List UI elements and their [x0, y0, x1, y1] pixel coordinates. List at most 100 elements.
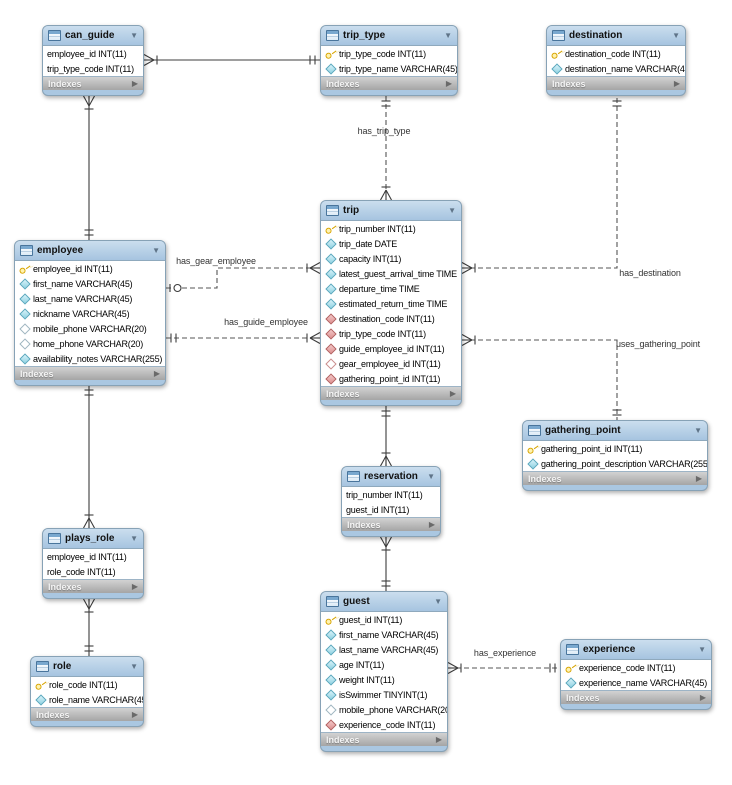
table-row[interactable]: experience_name VARCHAR(45)	[561, 675, 711, 690]
table-header[interactable]: trip_type ▼	[321, 26, 457, 46]
table-card-can_guide[interactable]: can_guide ▼ employee_id INT(11) trip_typ…	[42, 25, 144, 96]
table-card-trip[interactable]: trip ▼ trip_number INT(11) trip_date DAT…	[320, 200, 462, 406]
table-row[interactable]: trip_type_code INT(11)	[321, 326, 461, 341]
collapse-arrow-icon[interactable]: ▼	[427, 471, 435, 481]
collapse-arrow-icon[interactable]: ▼	[152, 245, 160, 255]
collapse-arrow-icon[interactable]: ▼	[672, 30, 680, 40]
collapse-arrow-icon[interactable]: ▼	[698, 644, 706, 654]
expand-arrow-icon[interactable]: ▶	[673, 78, 680, 88]
relationship-label[interactable]: has_guide_employee	[224, 317, 308, 327]
table-row[interactable]: employee_id INT(11)	[15, 261, 165, 276]
table-row[interactable]: gathering_point_id INT(11)	[321, 371, 461, 386]
table-card-experience[interactable]: experience ▼ experience_code INT(11) exp…	[560, 639, 712, 710]
table-row[interactable]: last_name VARCHAR(45)	[321, 642, 447, 657]
table-card-trip_type[interactable]: trip_type ▼ trip_type_code INT(11) trip_…	[320, 25, 458, 96]
table-card-employee[interactable]: employee ▼ employee_id INT(11) first_nam…	[14, 240, 166, 386]
table-card-gathering_point[interactable]: gathering_point ▼ gathering_point_id INT…	[522, 420, 708, 491]
relationship-line[interactable]	[462, 96, 618, 269]
table-footer[interactable]: Indexes ▶	[321, 77, 457, 90]
table-footer[interactable]: Indexes ▶	[547, 77, 685, 90]
table-card-destination[interactable]: destination ▼ destination_code INT(11) d…	[546, 25, 686, 96]
relationship-line[interactable]	[462, 339, 618, 420]
table-header[interactable]: role ▼	[31, 657, 143, 677]
table-row[interactable]: age INT(11)	[321, 657, 447, 672]
table-row[interactable]: trip_number INT(11)	[321, 221, 461, 236]
table-header[interactable]: employee ▼	[15, 241, 165, 261]
table-footer[interactable]: Indexes ▶	[31, 708, 143, 721]
table-row[interactable]: first_name VARCHAR(45)	[321, 627, 447, 642]
expand-arrow-icon[interactable]: ▶	[131, 581, 138, 591]
table-header[interactable]: destination ▼	[547, 26, 685, 46]
table-header[interactable]: guest ▼	[321, 592, 447, 612]
table-row[interactable]: role_code INT(11)	[31, 677, 143, 692]
table-row[interactable]: guest_id INT(11)	[342, 502, 440, 517]
table-footer[interactable]: Indexes ▶	[321, 387, 461, 400]
collapse-arrow-icon[interactable]: ▼	[694, 425, 702, 435]
table-row[interactable]: experience_code INT(11)	[561, 660, 711, 675]
relationship-label[interactable]: uses_gathering_point	[615, 339, 701, 349]
table-row[interactable]: nickname VARCHAR(45)	[15, 306, 165, 321]
table-row[interactable]: trip_type_code INT(11)	[321, 46, 457, 61]
table-row[interactable]: trip_date DATE	[321, 236, 461, 251]
collapse-arrow-icon[interactable]: ▼	[434, 596, 442, 606]
table-row[interactable]: guest_id INT(11)	[321, 612, 447, 627]
table-card-role[interactable]: role ▼ role_code INT(11) role_name VARCH…	[30, 656, 144, 727]
table-header[interactable]: trip ▼	[321, 201, 461, 221]
table-row[interactable]: guide_employee_id INT(11)	[321, 341, 461, 356]
table-row[interactable]: mobile_phone VARCHAR(20)	[15, 321, 165, 336]
table-footer[interactable]: Indexes ▶	[43, 580, 143, 593]
relationship-label[interactable]: has_trip_type	[357, 126, 411, 136]
collapse-arrow-icon[interactable]: ▼	[448, 205, 456, 215]
table-footer[interactable]: Indexes ▶	[43, 77, 143, 90]
relationship-line[interactable]	[166, 267, 320, 289]
expand-arrow-icon[interactable]: ▶	[445, 78, 452, 88]
table-row[interactable]: weight INT(11)	[321, 672, 447, 687]
table-row[interactable]: last_name VARCHAR(45)	[15, 291, 165, 306]
table-card-plays_role[interactable]: plays_role ▼ employee_id INT(11) role_co…	[42, 528, 144, 599]
table-row[interactable]: employee_id INT(11)	[43, 46, 143, 61]
table-row[interactable]: isSwimmer TINYINT(1)	[321, 687, 447, 702]
table-row[interactable]: first_name VARCHAR(45)	[15, 276, 165, 291]
table-row[interactable]: availability_notes VARCHAR(255)	[15, 351, 165, 366]
collapse-arrow-icon[interactable]: ▼	[130, 533, 138, 543]
expand-arrow-icon[interactable]: ▶	[131, 78, 138, 88]
expand-arrow-icon[interactable]: ▶	[131, 709, 138, 719]
table-row[interactable]: experience_code INT(11)	[321, 717, 447, 732]
table-row[interactable]: latest_guest_arrival_time TIME	[321, 266, 461, 281]
table-card-reservation[interactable]: reservation ▼ trip_number INT(11) guest_…	[341, 466, 441, 537]
expand-arrow-icon[interactable]: ▶	[435, 734, 442, 744]
table-row[interactable]: employee_id INT(11)	[43, 549, 143, 564]
expand-arrow-icon[interactable]: ▶	[699, 692, 706, 702]
table-header[interactable]: experience ▼	[561, 640, 711, 660]
relationship-label[interactable]: has_destination	[619, 268, 681, 278]
expand-arrow-icon[interactable]: ▶	[695, 473, 702, 483]
table-header[interactable]: plays_role ▼	[43, 529, 143, 549]
relationship-label[interactable]: has_experience	[473, 648, 537, 658]
expand-arrow-icon[interactable]: ▶	[449, 388, 456, 398]
table-row[interactable]: role_code INT(11)	[43, 564, 143, 579]
table-row[interactable]: mobile_phone VARCHAR(20)	[321, 702, 447, 717]
table-row[interactable]: departure_time TIME	[321, 281, 461, 296]
table-row[interactable]: gathering_point_id INT(11)	[523, 441, 707, 456]
table-row[interactable]: gathering_point_description VARCHAR(255)	[523, 456, 707, 471]
table-row[interactable]: role_name VARCHAR(45)	[31, 692, 143, 707]
table-row[interactable]: capacity INT(11)	[321, 251, 461, 266]
table-card-guest[interactable]: guest ▼ guest_id INT(11) first_name VARC…	[320, 591, 448, 752]
table-row[interactable]: destination_code INT(11)	[547, 46, 685, 61]
table-row[interactable]: estimated_return_time TIME	[321, 296, 461, 311]
expand-arrow-icon[interactable]: ▶	[428, 519, 435, 529]
table-footer[interactable]: Indexes ▶	[321, 733, 447, 746]
table-header[interactable]: reservation ▼	[342, 467, 440, 487]
table-row[interactable]: home_phone VARCHAR(20)	[15, 336, 165, 351]
table-footer[interactable]: Indexes ▶	[342, 518, 440, 531]
table-row[interactable]: destination_code INT(11)	[321, 311, 461, 326]
table-footer[interactable]: Indexes ▶	[523, 472, 707, 485]
table-footer[interactable]: Indexes ▶	[561, 691, 711, 704]
table-row[interactable]: trip_type_name VARCHAR(45)	[321, 61, 457, 76]
table-row[interactable]: trip_number INT(11)	[342, 487, 440, 502]
collapse-arrow-icon[interactable]: ▼	[130, 661, 138, 671]
relationship-label[interactable]: has_gear_employee	[176, 256, 256, 266]
table-row[interactable]: gear_employee_id INT(11)	[321, 356, 461, 371]
collapse-arrow-icon[interactable]: ▼	[444, 30, 452, 40]
